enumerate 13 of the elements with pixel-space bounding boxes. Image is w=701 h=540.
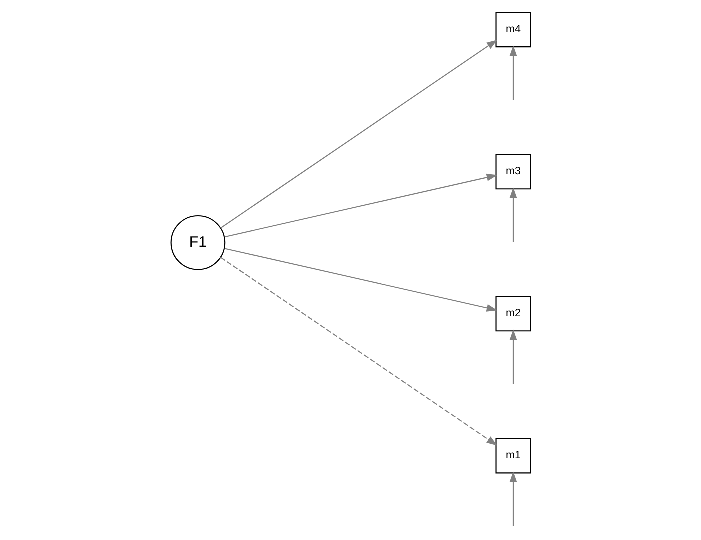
arrow <box>220 40 498 229</box>
arrow <box>220 257 498 446</box>
arrow <box>509 188 517 242</box>
node-box: m2 <box>495 296 531 332</box>
arrow <box>509 330 517 384</box>
node-circle: F1 <box>170 215 226 270</box>
arrow <box>224 248 498 312</box>
arrow <box>509 46 517 100</box>
node-box: m3 <box>495 154 531 190</box>
node-box: m1 <box>495 438 531 474</box>
arrow <box>224 174 498 238</box>
node-box: m4 <box>495 12 531 48</box>
arrow <box>509 472 517 526</box>
